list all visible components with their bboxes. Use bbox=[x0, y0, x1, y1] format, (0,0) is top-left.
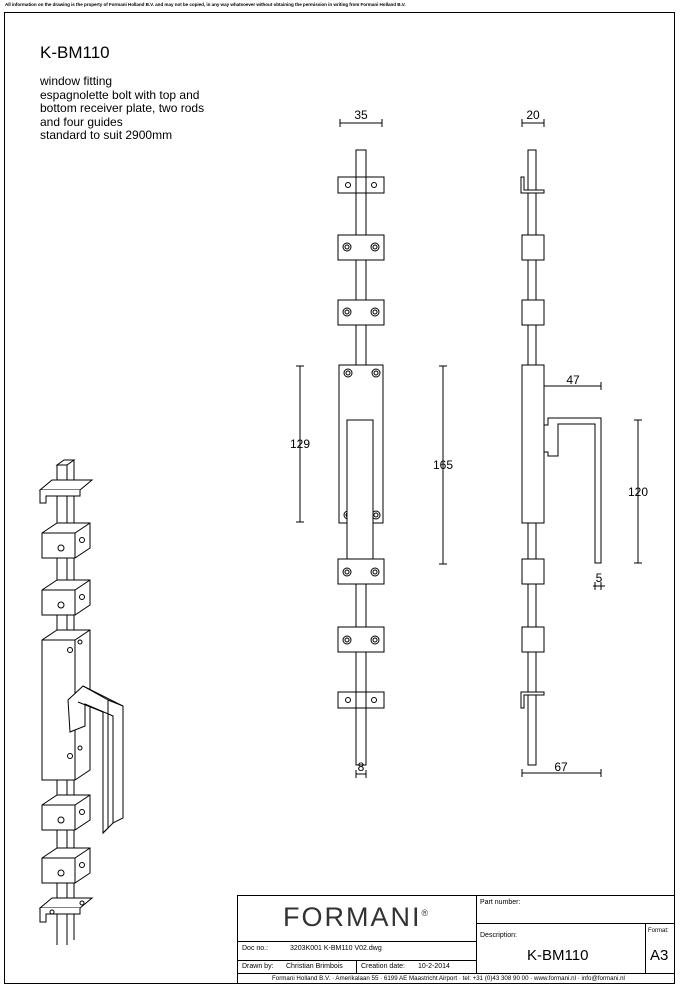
drawn-by-label: Drawn by: bbox=[242, 963, 274, 970]
handle bbox=[346, 419, 374, 563]
description-line: espagnolette bolt with top and bbox=[40, 87, 200, 102]
dim-front-width: 35 bbox=[354, 108, 368, 122]
product-code: K-BM110 bbox=[40, 43, 110, 62]
creation-date-value: 10-2-2014 bbox=[418, 963, 450, 970]
front-view bbox=[296, 119, 447, 778]
description-line: standard to suit 2900mm bbox=[40, 128, 173, 142]
dim-side-width: 20 bbox=[526, 108, 540, 122]
guide-block bbox=[337, 626, 385, 653]
dim-5: 5 bbox=[596, 571, 603, 585]
registered-mark: ® bbox=[421, 908, 431, 918]
format-value: A3 bbox=[650, 947, 669, 964]
part-number-label: Part number: bbox=[480, 899, 521, 906]
bottom-receiver-plate bbox=[337, 691, 385, 709]
company-address: Formani Holland B.V. · Amerikalaan 55 · … bbox=[272, 975, 625, 982]
title-block: FORMANI® Part number: Description: K-BM1… bbox=[237, 895, 675, 984]
dim-67: 67 bbox=[554, 760, 568, 774]
guide-block bbox=[337, 299, 385, 326]
drawn-by-value: Christian Brimbois bbox=[286, 963, 343, 970]
brand-name: FORMANI bbox=[283, 902, 422, 932]
format-label: Format: bbox=[648, 928, 669, 934]
dim-165: 165 bbox=[433, 458, 453, 472]
dim-129: 129 bbox=[290, 437, 310, 451]
top-receiver-plate bbox=[337, 176, 385, 194]
creation-date-label: Creation date: bbox=[361, 963, 405, 970]
description-value: K-BM110 bbox=[527, 947, 589, 964]
isometric-view bbox=[38, 459, 124, 945]
brand-logo: FORMANI® bbox=[283, 902, 430, 933]
description-line: and four guides bbox=[40, 114, 123, 129]
guide-block bbox=[337, 558, 385, 585]
product-description: window fitting espagnolette bolt with to… bbox=[40, 74, 240, 143]
dim-8: 8 bbox=[358, 760, 365, 774]
description-line: window fitting bbox=[40, 74, 113, 88]
dim-47: 47 bbox=[566, 373, 580, 387]
doc-no-value: 3203K001 K-BM110 V02.dwg bbox=[290, 945, 382, 952]
description-line: bottom receiver plate, two rods bbox=[40, 101, 205, 115]
description-label: Description: bbox=[480, 932, 517, 939]
disclaimer-text: All information on the drawing is the pr… bbox=[5, 2, 406, 7]
side-view bbox=[520, 119, 642, 777]
guide-block bbox=[337, 234, 385, 261]
doc-no-label: Doc no.: bbox=[242, 945, 269, 952]
dim-120: 120 bbox=[628, 485, 648, 499]
